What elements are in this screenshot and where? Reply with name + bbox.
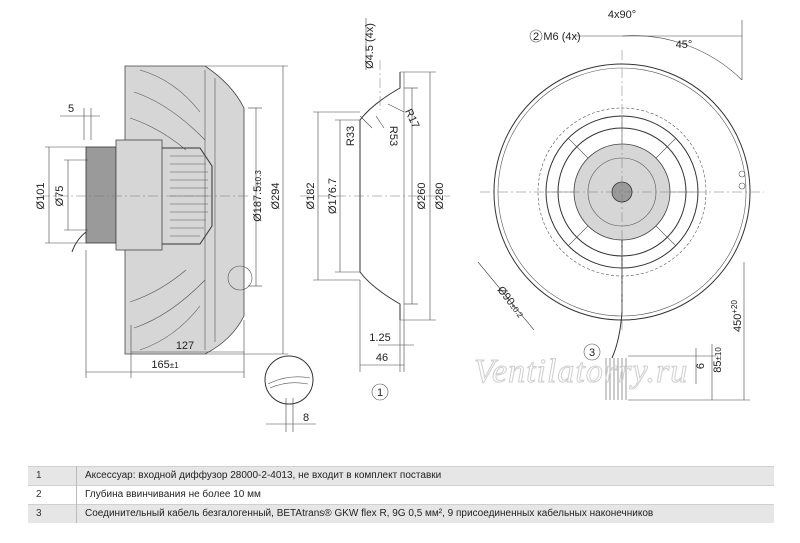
dim-w127: 127 xyxy=(176,340,194,352)
dim-l6: 6 xyxy=(695,363,707,369)
dim-d4-5: Ø4.5 (4x) xyxy=(364,23,376,69)
dim-w1-25: 1.25 xyxy=(369,332,390,344)
dim-w8: 8 xyxy=(303,412,309,424)
note-number: 1 xyxy=(28,466,77,486)
dim-l450: 450+20 xyxy=(730,299,744,331)
notes-table: 1 Аксессуар: входной диффузор 28000-2-40… xyxy=(28,466,774,523)
section-view: Ø4.5 (4x) R17 R33 R53 Ø182 Ø176.7 Ø260 Ø… xyxy=(300,18,450,401)
cable-leads xyxy=(605,358,627,400)
hole-2 xyxy=(738,182,746,190)
table-row: 3 Соединительный кабель безгалогенный, B… xyxy=(28,504,774,523)
motor-housing xyxy=(115,139,163,251)
dim-d187: Ø187.5±0.3 xyxy=(252,170,264,222)
motor-rotor xyxy=(85,146,117,244)
dim-angle-45: 45° xyxy=(676,39,693,51)
dim-w165: 165±1 xyxy=(151,359,179,371)
cable xyxy=(611,240,623,359)
dim-w5: 5 xyxy=(68,103,74,115)
watermark: Ventilatorry.ru xyxy=(474,353,688,390)
dim-l85: 85±10 xyxy=(712,347,724,373)
dim-w46: 46 xyxy=(376,352,388,364)
dim-d176: Ø176.7 xyxy=(327,178,339,214)
dim-angle-4x90: 4x90° xyxy=(608,9,636,21)
dim-m6: M6 (4x) xyxy=(543,31,580,43)
detail-circle xyxy=(264,355,314,405)
table-row: 1 Аксессуар: входной диффузор 28000-2-40… xyxy=(28,466,774,486)
callout-2-circle xyxy=(529,29,543,43)
note-number: 2 xyxy=(28,485,77,505)
dim-d75: Ø75 xyxy=(54,186,66,207)
technical-drawing: Ø101 Ø75 5 Ø187.5±0.3 Ø294 127 165±1 8 xyxy=(35,9,764,432)
callout-3-circle xyxy=(583,343,601,361)
dim-d294: Ø294 xyxy=(270,183,282,210)
dim-d182: Ø182 xyxy=(305,183,317,210)
detail-profile xyxy=(267,376,311,389)
hole-1 xyxy=(738,170,746,178)
dim-d90: Ø90±0.2 xyxy=(494,284,526,320)
dim-r33: R33 xyxy=(345,126,357,146)
dim-d260: Ø260 xyxy=(416,183,428,210)
dim-r53: R53 xyxy=(387,126,399,146)
callout-1: 1 xyxy=(377,387,383,399)
dim-d280: Ø280 xyxy=(434,183,446,210)
callout-1-circle xyxy=(371,383,389,401)
impeller-body xyxy=(124,65,245,355)
side-view: Ø101 Ø75 5 Ø187.5±0.3 Ø294 127 165±1 8 xyxy=(35,65,316,432)
note-text: Глубина ввинчивания не более 10 мм xyxy=(76,485,774,505)
dim-d101: Ø101 xyxy=(35,183,47,210)
cable-exit xyxy=(71,231,87,253)
detail-marker xyxy=(227,265,253,291)
impeller-blades xyxy=(129,69,216,351)
callout-2: 2 xyxy=(533,31,539,43)
front-view: 4x90° 45° 2 M6 (4x) Ø90±0.2 450+20 6 85±… xyxy=(477,9,764,401)
cooling-fins xyxy=(170,155,208,237)
callout-3: 3 xyxy=(589,347,595,359)
table-row: 2 Глубина ввинчивания не более 10 мм xyxy=(28,485,774,505)
note-text: Аксессуар: входной диффузор 28000-2-4013… xyxy=(76,466,774,486)
note-text: Соединительный кабель безгалогенный, BET… xyxy=(76,504,774,523)
note-number: 3 xyxy=(28,504,77,523)
